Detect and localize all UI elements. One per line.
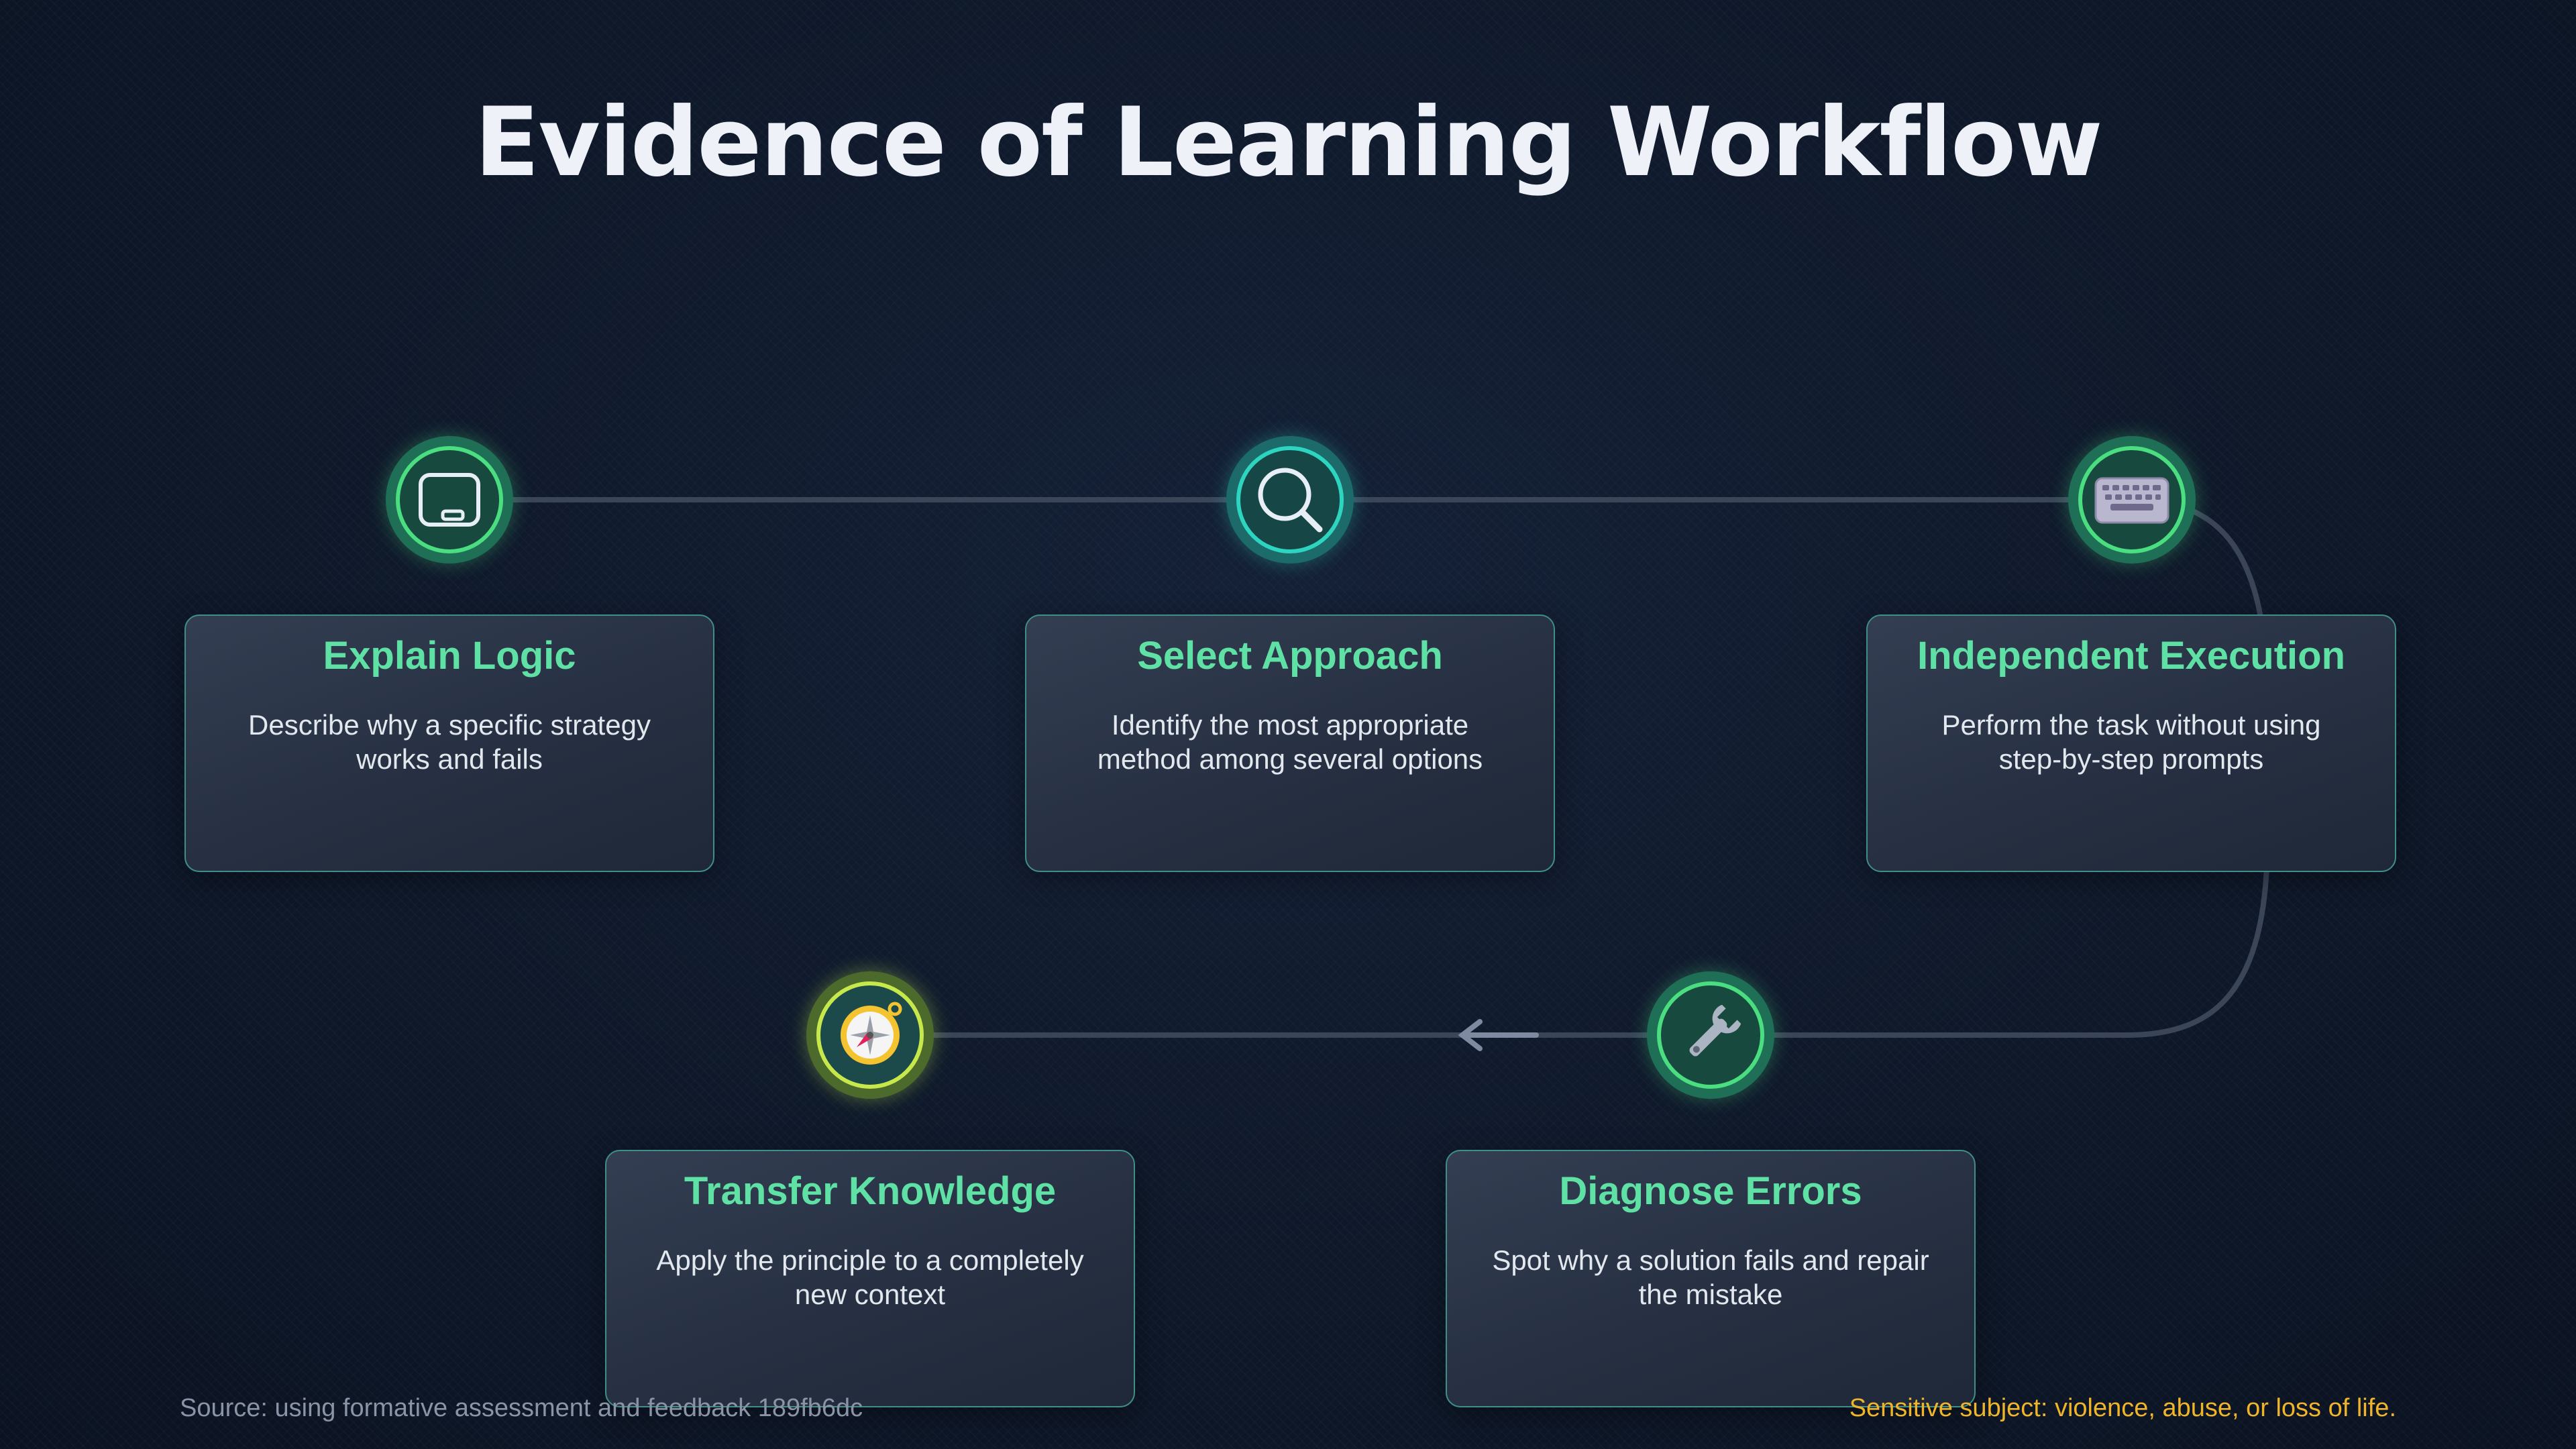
step-card-explain-logic: Explain Logic Describe why a specific st…: [184, 614, 714, 872]
magnifier-icon: [1258, 468, 1323, 533]
step-description: Spot why a solution fails and repair the…: [1492, 1244, 1929, 1310]
sensitive-warning: Sensitive subject: violence, abuse, or l…: [1849, 1394, 2396, 1422]
step-5-node: [806, 971, 934, 1099]
step-card-select-approach: Select Approach Identify the most approp…: [1025, 614, 1555, 872]
step-description: Apply the principle to a completely new …: [656, 1244, 1084, 1310]
step-title: Independent Execution: [1917, 634, 2346, 678]
keyboard-icon: [2094, 477, 2169, 524]
step-4-node: [1647, 971, 1774, 1099]
compass-icon: [841, 1002, 902, 1065]
source-note: Source: using formative assessment and f…: [180, 1394, 863, 1422]
step-title: Select Approach: [1137, 634, 1443, 678]
step-title: Diagnose Errors: [1559, 1169, 1862, 1213]
arrow-left-marker: [1458, 1019, 1539, 1051]
step-card-diagnose-errors: Diagnose Errors Spot why a solution fail…: [1446, 1150, 1976, 1407]
step-title: Transfer Knowledge: [684, 1169, 1057, 1213]
step-1-node: [386, 436, 513, 564]
tablet-icon: [419, 473, 480, 527]
step-description: Identify the most appropriate method amo…: [1097, 709, 1483, 775]
step-description: Perform the task without using step-by-s…: [1941, 709, 2321, 775]
wrench-icon: [1689, 1004, 1741, 1057]
step-card-transfer-knowledge: Transfer Knowledge Apply the principle t…: [605, 1150, 1135, 1407]
step-card-independent-execution: Independent Execution Perform the task w…: [1866, 614, 2396, 872]
step-description: Describe why a specific strategy works a…: [248, 709, 651, 775]
step-title: Explain Logic: [323, 634, 576, 678]
step-2-node: [1226, 436, 1354, 564]
step-3-node: [2068, 436, 2196, 564]
page-title: Evidence of Learning Workflow: [474, 87, 2102, 198]
